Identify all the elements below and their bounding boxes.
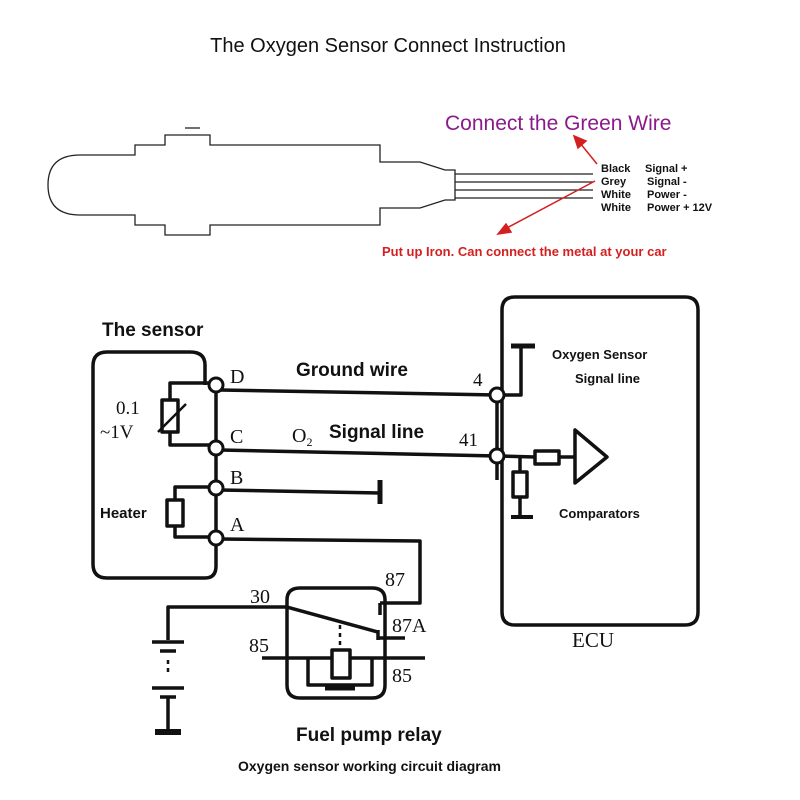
wire-color: Black — [601, 163, 631, 175]
green-wire-note: Connect the Green Wire — [445, 112, 671, 135]
terminal-circles — [207, 376, 506, 547]
terminal-b — [207, 479, 225, 497]
ground-wire-label: Ground wire — [296, 360, 408, 381]
relay-pin-85-left: 85 — [249, 635, 269, 657]
ecu-pin-41 — [488, 447, 506, 465]
signal-line-label: Signal line — [329, 422, 424, 443]
terminal-a-label: A — [230, 514, 245, 536]
wire-function: Power - — [647, 189, 687, 201]
title: The Oxygen Sensor Connect Instruction — [210, 35, 566, 57]
circuit-wires — [91, 295, 700, 735]
wire-color: White — [601, 202, 631, 214]
ecu-text-signal-line: Signal line — [575, 371, 640, 386]
relay-pin-87a: 87A — [392, 615, 427, 637]
comparators-label: Comparators — [559, 506, 640, 521]
ecu-pin-4-label: 4 — [473, 370, 483, 391]
relay-pin-87: 87 — [385, 569, 405, 591]
wire-legend: Black Signal + Grey Signal - White Power… — [601, 163, 713, 214]
wire-function: Signal + — [645, 163, 688, 175]
wire-function: Signal - — [647, 176, 687, 188]
terminal-d — [207, 376, 225, 394]
terminal-c-label: C — [230, 426, 243, 448]
relay-pin-85-right: 85 — [392, 665, 412, 687]
relay-label: Fuel pump relay — [296, 725, 442, 746]
sensor-probe-drawing — [47, 127, 593, 236]
terminal-b-label: B — [230, 467, 243, 489]
iron-note: Put up Iron. Can connect the metal at yo… — [382, 244, 667, 259]
diagram-caption: Oxygen sensor working circuit diagram — [238, 758, 501, 774]
ecu-text-oxygen-sensor: Oxygen Sensor — [552, 347, 647, 362]
ecu-pin-4 — [488, 386, 506, 404]
heater-label: Heater — [100, 505, 147, 522]
ecu-pin-41-label: 41 — [459, 430, 478, 451]
voltage-bottom: ~1V — [100, 422, 134, 443]
sensor-label: The sensor — [102, 320, 204, 341]
red-arrows — [496, 134, 598, 236]
ecu-label: ECU — [572, 628, 614, 652]
terminal-a — [207, 529, 225, 547]
wire-color: Grey — [601, 176, 627, 188]
wire-function: Power + 12V — [647, 202, 713, 214]
relay-pin-30: 30 — [250, 586, 270, 608]
wire-color: White — [601, 189, 631, 201]
o2-label: O2 — [292, 425, 312, 449]
terminal-d-label: D — [230, 366, 244, 388]
terminal-c — [207, 439, 225, 457]
voltage-top: 0.1 — [116, 398, 140, 419]
